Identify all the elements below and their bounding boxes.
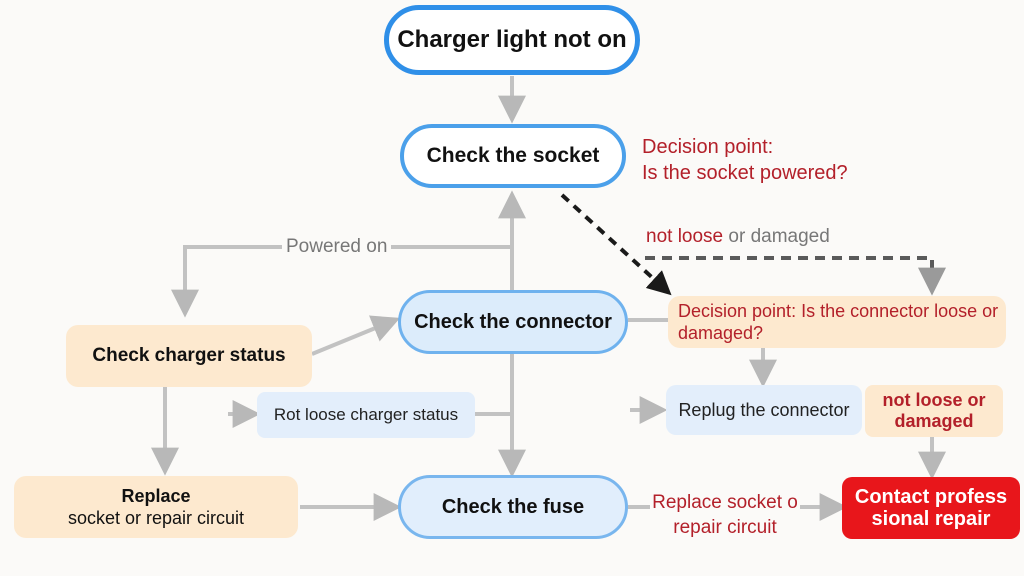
powered-on-label: Powered on bbox=[282, 236, 392, 258]
replace-title: Replace bbox=[121, 486, 191, 506]
not-loose-suffix: or damaged bbox=[723, 226, 830, 247]
replug-node[interactable]: Replug the connector bbox=[666, 385, 862, 435]
decision-socket-line2: Is the socket powered? bbox=[642, 162, 848, 184]
decision-socket-label: Decision point: Is the socket powered? bbox=[642, 134, 848, 186]
arrow-powered-on-loop bbox=[171, 245, 512, 318]
replace-socket-label: Replace socket o repair circuit bbox=[652, 492, 798, 538]
contact-repair-node[interactable]: Contact profess sional repair bbox=[842, 477, 1020, 539]
decision-socket-line1: Decision point: bbox=[642, 136, 774, 158]
rot-loose-node[interactable]: Rot loose charger status bbox=[257, 392, 475, 438]
replace-node[interactable]: Replace socket or repair circuit bbox=[14, 476, 298, 538]
not-loose-prefix: not loose bbox=[646, 226, 724, 247]
start-node[interactable]: Charger light not on bbox=[384, 5, 640, 75]
not-loose-node[interactable]: not loose or damaged bbox=[865, 385, 1003, 437]
dashed-arrow-socket-to-decision bbox=[560, 193, 672, 296]
check-fuse-node[interactable]: Check the fuse bbox=[398, 475, 628, 539]
check-charger-status-node[interactable]: Check charger status bbox=[66, 325, 312, 387]
dashed-arrow-to-decision-right bbox=[645, 256, 946, 296]
check-connector-node[interactable]: Check the connector bbox=[398, 290, 628, 354]
arrow-status-to-connector bbox=[311, 315, 401, 356]
not-loose-label: not loose or damaged bbox=[646, 226, 830, 248]
decision-connector-node[interactable]: Decision point: Is the connector loose o… bbox=[668, 296, 1006, 348]
replace-subtitle: socket or repair circuit bbox=[67, 508, 245, 528]
check-socket-node[interactable]: Check the socket bbox=[400, 124, 626, 188]
